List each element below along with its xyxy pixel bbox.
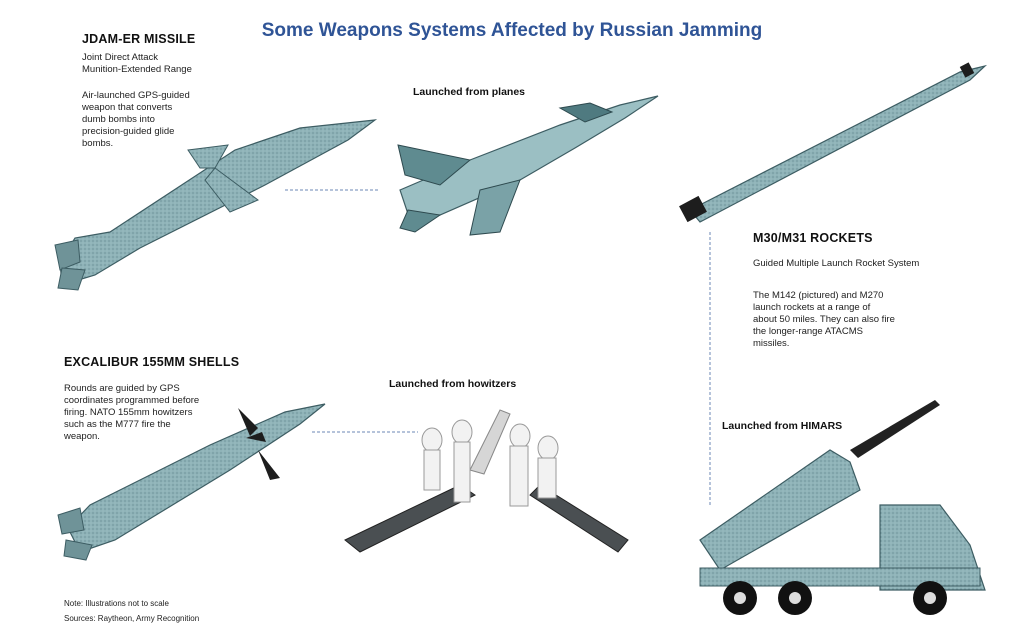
m30-m31-rocket-illustration	[679, 62, 988, 223]
rockets-description-line: about 50 miles. They can also fire	[753, 314, 895, 325]
rockets-description-line: launch rockets at a range of	[753, 302, 871, 313]
howitzer-illustration	[344, 409, 629, 553]
jdam-subtitle-line: Joint Direct Attack	[82, 52, 159, 63]
jdam-description: Air-launched GPS-guided weapon that conv…	[82, 90, 252, 150]
jdam-heading: JDAM-ER MISSILE	[82, 32, 196, 46]
jdam-description-line: dumb bombs into	[82, 114, 155, 125]
rockets-description-line: The M142 (pictured) and M270	[753, 290, 884, 301]
excalibur-description-line: such as the M777 fire the	[64, 419, 171, 430]
jdam-description-line: precision-guided glide	[82, 126, 175, 137]
excalibur-description-line: coordinates programmed before	[64, 395, 200, 406]
rockets-description-line: missiles.	[753, 338, 790, 349]
fighter-jet-illustration	[397, 95, 659, 236]
excalibur-description-line: Rounds are guided by GPS	[64, 383, 180, 394]
excalibur-shell-illustration	[57, 403, 326, 561]
excalibur-description: Rounds are guided by GPS coordinates pro…	[64, 383, 244, 443]
excalibur-description-line: weapon.	[64, 431, 100, 442]
rockets-description: The M142 (pictured) and M270 launch rock…	[753, 290, 993, 350]
page-title: Some Weapons Systems Affected by Russian…	[261, 20, 763, 41]
rockets-description-line: the longer-range ATACMS	[753, 326, 864, 337]
footer-sources: Sources: Raytheon, Army Recognition	[64, 614, 200, 623]
jdam-subtitle: Joint Direct Attack Munition-Extended Ra…	[82, 52, 252, 76]
himars-truck-illustration	[699, 400, 986, 615]
footer-note: Note: Illustrations not to scale	[64, 599, 169, 608]
planes-caption: Launched from planes	[413, 86, 526, 98]
howitzers-caption: Launched from howitzers	[389, 378, 517, 390]
jdam-description-line: bombs.	[82, 138, 114, 149]
excalibur-heading: EXCALIBUR 155MM SHELLS	[64, 355, 240, 369]
excalibur-description-line: firing. NATO 155mm howitzers	[64, 407, 193, 418]
jdam-description-line: Air-launched GPS-guided	[82, 90, 190, 101]
jdam-subtitle-line: Munition-Extended Range	[82, 64, 192, 75]
jdam-er-missile-illustration	[54, 119, 378, 291]
rockets-heading: M30/M31 ROCKETS	[753, 231, 873, 245]
himars-caption: Launched from HIMARS	[722, 420, 843, 432]
rockets-subtitle: Guided Multiple Launch Rocket System	[753, 258, 920, 269]
jdam-description-line: weapon that converts	[82, 102, 173, 113]
